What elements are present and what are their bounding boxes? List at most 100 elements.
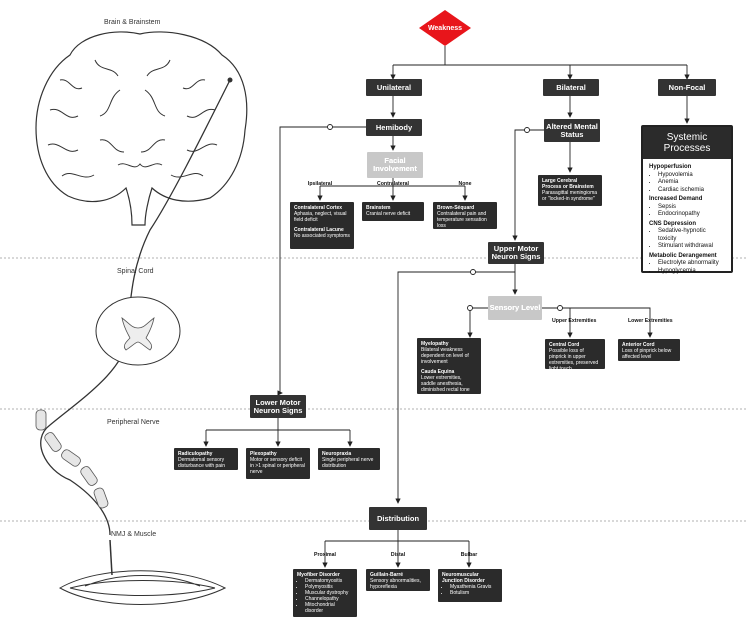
weakness-label: Weakness [427,24,463,32]
systemic-title: Systemic Processes [643,127,731,159]
systemic-group-list: HypovolemiaAnemiaCardiac ischemia [649,172,725,195]
central-cord-box[interactable]: Central Cord Possible loss of pinprick i… [545,339,605,372]
systemic-item: Sepsis [658,204,725,212]
myofiber-disorder-box[interactable]: Myofiber Disorder DermatomyositisPolymyo… [293,569,357,617]
neuropraxia-box[interactable]: Neuropraxia Single peripheral nerve dist… [318,448,380,470]
section-dividers [0,257,748,522]
systemic-list: HypoperfusionHypovolemiaAnemiaCardiac is… [643,159,731,278]
branch-bulbar: Bulbar [460,552,478,558]
central-cord-desc: Possible loss of pinprick in upper extre… [549,348,599,372]
radiculopathy-title: Radiculopathy [178,451,213,457]
sensory-level-node[interactable]: Sensory Level [488,296,542,320]
junction-dots [327,124,563,311]
systemic-group-title: CNS Depression [649,220,697,227]
branch-lower-extremities: Lower Extremities [628,318,673,324]
systemic-group-title: Metabolic Derangement [649,252,717,259]
cortex-origin-dot [227,77,233,83]
lower-motor-neuron-node[interactable]: Lower Motor Neuron Signs [250,395,306,418]
section-nmj-label: NMJ & Muscle [111,531,157,538]
nmj-title: Neuromuscular Junction Disorder [442,572,485,584]
systemic-group-title: Hypoperfusion [649,164,692,170]
plexopathy-box[interactable]: Plexopathy Motor or sensory deficit in >… [246,448,310,479]
branch-upper-extremities: Upper Extremities [552,318,597,324]
brown-sequard-title: Brown-Séquard [437,205,475,211]
branch-none: None [458,181,472,187]
large-cerebral-box[interactable]: Large Cerebral Process or Brainstem Para… [538,175,602,206]
list-item: Myasthenia Gravis [450,584,498,590]
cauda-equina-title: Cauda Equina [421,369,455,375]
radiculopathy-box[interactable]: Radiculopathy Dermatomal sensory disturb… [174,448,238,470]
systemic-item: Electrolyte abnormality [658,260,725,268]
section-brain-label: Brain & Brainstem [104,19,161,26]
neuropraxia-desc: Single peripheral nerve distribution [322,457,374,469]
branch-distal: Distal [390,552,406,558]
muscle-illustration [58,539,227,605]
radiculopathy-desc: Dermatomal sensory disturbance with pain [178,457,225,469]
systemic-group-list: SepsisEndocrinopathy [649,204,725,219]
nmj-list: Myasthenia GravisBotulism [442,584,498,596]
contra-cortex-title: Contralateral Cortex [294,205,343,211]
plexopathy-title: Plexopathy [250,451,277,457]
branch-ipsilateral: Ipsilateral [307,181,333,187]
weakness-diamond [419,10,471,46]
anterior-cord-title: Anterior Cord [622,342,655,348]
myelopathy-desc: Bilateral weakness dependent on level of… [421,347,469,365]
myofiber-list: DermatomyositisPolymyositisMuscular dyst… [297,578,353,614]
central-cord-title: Central Cord [549,342,580,348]
large-cerebral-title: Large Cerebral Process or Brainstem [542,178,594,190]
anterior-cord-box[interactable]: Anterior Cord Loss of pinprick below aff… [618,339,680,361]
systemic-item: Stimulant withdrawal [658,243,725,251]
unilateral-node[interactable]: Unilateral [366,79,422,96]
systemic-item: Hypoglycemia [658,268,725,276]
contra-lacune-title: Contralateral Lacune [294,227,344,233]
systemic-item: Cardiac ischemia [658,187,725,195]
contra-lacune-desc: No associated symptoms [294,233,350,239]
contra-cortex-desc: Aphasia, neglect, visual field deficit [294,211,347,223]
systemic-group-list: Sedative-hypnotic toxicityStimulant with… [649,228,725,251]
list-item: Muscular dystrophy [305,590,353,596]
systemic-item: Sedative-hypnotic toxicity [658,228,725,243]
brown-sequard-desc: Contralateral pain and temperature sensa… [437,211,487,229]
guillain-title: Guillain-Barré [370,572,404,578]
guillain-desc: Sensory abnormalities, hyporeflexia [370,578,421,590]
systemic-processes-panel: Systemic Processes HypoperfusionHypovole… [641,125,733,274]
hemibody-node[interactable]: Hemibody [366,119,422,136]
section-spinal-label: Spinal Cord [117,268,154,275]
brain-illustration [35,31,248,226]
nerve-segments [35,409,109,509]
systemic-item: Hypovolemia [658,172,725,180]
systemic-group-list: Electrolyte abnormalityHypoglycemia [649,260,725,275]
large-cerebral-desc: Parasagittal meningioma or "locked-in sy… [542,190,598,202]
bilateral-node[interactable]: Bilateral [543,79,599,96]
upper-motor-neuron-node[interactable]: Upper Motor Neuron Signs [488,242,544,264]
brainstem-box[interactable]: Brainstem Cranial nerve deficit [362,202,424,221]
list-item: Mitochondrial disorder [305,602,353,614]
spinal-cord-illustration [95,296,181,366]
brown-sequard-box[interactable]: Brown-Séquard Contralateral pain and tem… [433,202,497,229]
systemic-item: Anemia [658,179,725,187]
list-item: Polymyositis [305,584,353,590]
systemic-group-title: Increased Demand [649,196,703,202]
myelopathy-title: Myelopathy [421,341,449,347]
list-item: Channelopathy [305,596,353,602]
distribution-node[interactable]: Distribution [369,507,427,530]
branch-proximal: Proximal [314,552,336,558]
section-peripheral-label: Peripheral Nerve [107,419,160,426]
facial-involvement-node[interactable]: Facial Involvement [367,152,423,178]
myofiber-title: Myofiber Disorder [297,572,340,578]
nmj-disorder-box[interactable]: Neuromuscular Junction Disorder Myasthen… [438,569,502,602]
plexopathy-desc: Motor or sensory deficit in >1 spinal or… [250,457,305,475]
cauda-equina-desc: Lower extremities, saddle anesthesia, di… [421,375,470,393]
contralateral-cortex-box[interactable]: Contralateral Cortex Aphasia, neglect, v… [290,202,354,249]
altered-mental-status-node[interactable]: Altered Mental Status [544,119,600,142]
weakness-node[interactable]: Weakness [419,10,471,46]
systemic-item: Endocrinopathy [658,211,725,219]
list-item: Botulism [450,590,498,596]
flow-connectors [203,46,690,568]
nonfocal-node[interactable]: Non-Focal [658,79,716,96]
myelopathy-box[interactable]: Myelopathy Bilateral weakness dependent … [417,338,481,394]
guillain-barre-box[interactable]: Guillain-Barré Sensory abnormalities, hy… [366,569,430,591]
anterior-cord-desc: Loss of pinprick below affected level [622,348,672,360]
